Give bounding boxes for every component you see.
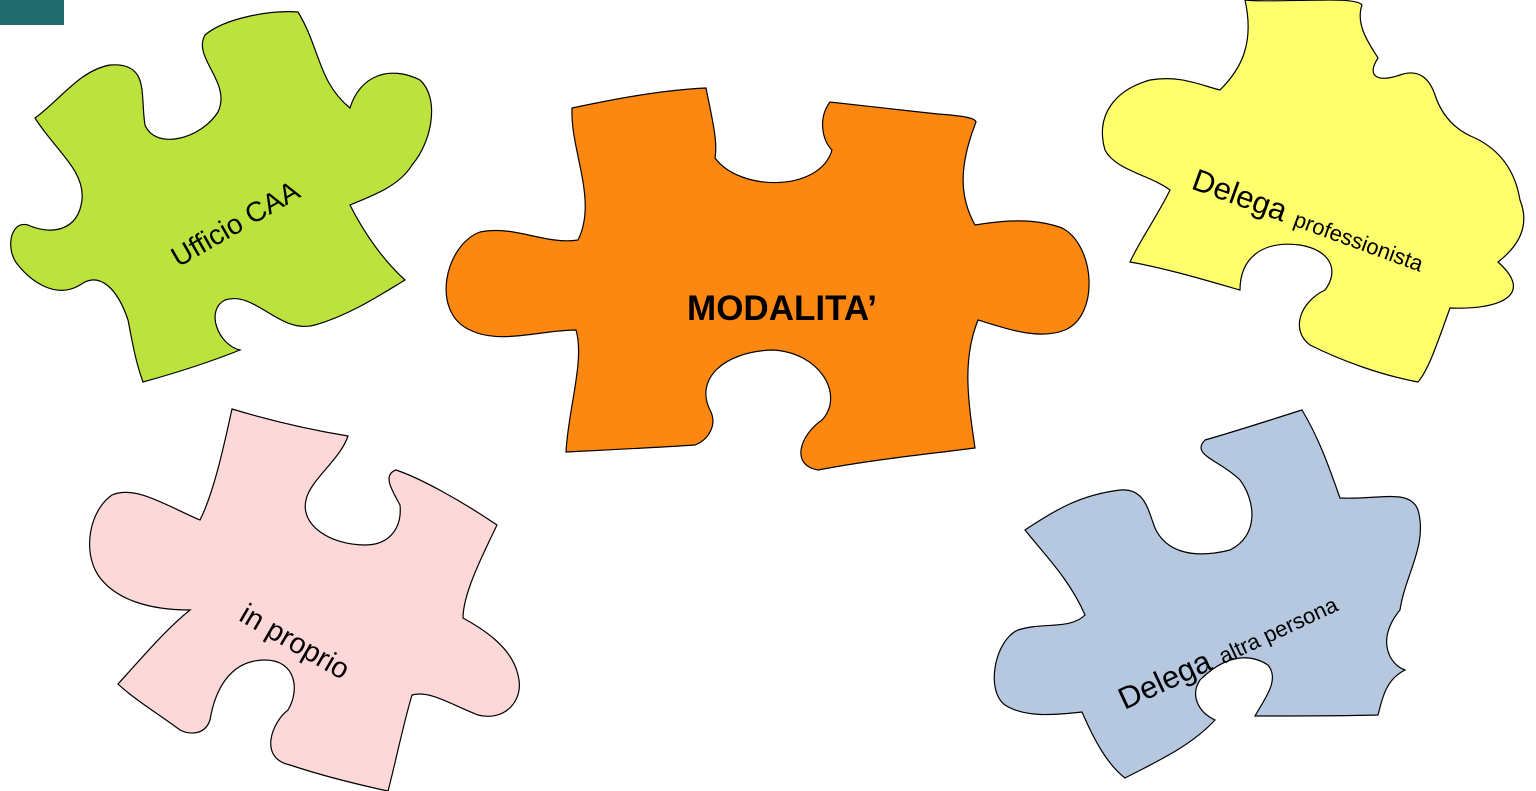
puzzle-piece-ufficio-shape — [10, 11, 433, 383]
puzzle-piece-modalita-shape — [445, 87, 1090, 471]
corner-tab — [0, 0, 64, 25]
puzzle-piece-modalita: MODALITA’ — [445, 87, 1090, 471]
puzzle-piece-professionista: Delega professionista — [1101, 0, 1525, 383]
puzzle-piece-professionista-shape — [1101, 0, 1525, 383]
puzzle-piece-ufficio: Ufficio CAA — [10, 11, 433, 383]
puzzle-piece-altra-persona-shape — [993, 409, 1422, 779]
modalita-label: MODALITA’ — [687, 289, 877, 328]
puzzle-piece-in-proprio-shape — [89, 408, 520, 791]
puzzle-piece-in-proprio: in proprio — [89, 408, 520, 791]
puzzle-piece-altra-persona: Delega altra persona — [993, 409, 1422, 779]
